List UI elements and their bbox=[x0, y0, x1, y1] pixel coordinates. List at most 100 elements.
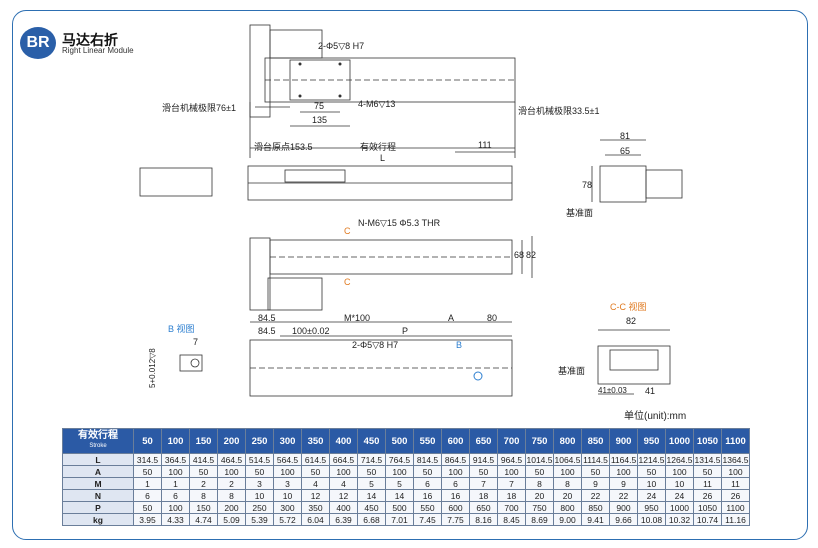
cc-view-channel bbox=[609, 349, 659, 371]
table-cell: 14 bbox=[385, 489, 414, 502]
dim-80: 80 bbox=[487, 313, 498, 323]
dim-75: 75 bbox=[314, 101, 325, 111]
table-cell: 5 bbox=[357, 477, 386, 490]
table-cell: 8 bbox=[525, 477, 554, 490]
table-cell: 5.72 bbox=[273, 513, 302, 526]
table-head-cell: 800 bbox=[553, 428, 582, 454]
table-cell: 814.5 bbox=[413, 453, 442, 466]
table-cell: 6.04 bbox=[301, 513, 330, 526]
table-cell: 150 bbox=[189, 501, 218, 514]
table-head-cell: 450 bbox=[357, 428, 386, 454]
dim-7: 7 bbox=[193, 337, 199, 347]
table-cell: 20 bbox=[525, 489, 554, 502]
table-cell: 2 bbox=[217, 477, 246, 490]
table-cell: 914.5 bbox=[469, 453, 498, 466]
table-cell: 7 bbox=[469, 477, 498, 490]
table-cell: 50 bbox=[189, 465, 218, 478]
table-cell: 12 bbox=[329, 489, 358, 502]
table-cell: 9.00 bbox=[553, 513, 582, 526]
label-limit-left: 滑台机械极限76±1 bbox=[162, 103, 236, 113]
table-cell: 3.95 bbox=[133, 513, 162, 526]
table-cell: 100 bbox=[161, 501, 190, 514]
table-cell: 714.5 bbox=[357, 453, 386, 466]
table-cell: 7 bbox=[497, 477, 526, 490]
table-cell: 614.5 bbox=[301, 453, 330, 466]
table-cell: 9.41 bbox=[581, 513, 610, 526]
label-hole-bottom: 2-Φ5▽8 H7 bbox=[352, 340, 399, 350]
label-thr: N-M6▽15 Φ5.3 THR bbox=[358, 218, 441, 228]
table-cell: 100 bbox=[273, 465, 302, 478]
table-cell: 900 bbox=[609, 501, 638, 514]
table-cell: 1100 bbox=[721, 501, 750, 514]
top-motor-cap bbox=[269, 29, 323, 59]
table-cell: 50 bbox=[133, 465, 162, 478]
section-c-bottom: C bbox=[344, 277, 351, 287]
module-badge: BR bbox=[20, 27, 56, 59]
end-view-motor bbox=[645, 169, 683, 199]
table-cell: 664.5 bbox=[329, 453, 358, 466]
table-cell: 3 bbox=[273, 477, 302, 490]
label-origin: 滑台原点153.5 bbox=[254, 142, 313, 152]
table-head-cell: 650 bbox=[469, 428, 498, 454]
table-cell: 5.09 bbox=[217, 513, 246, 526]
table-cell: 50 bbox=[581, 465, 610, 478]
table-cell: 364.5 bbox=[161, 453, 190, 466]
table-cell: 10.74 bbox=[693, 513, 722, 526]
table-cell: 700 bbox=[497, 501, 526, 514]
table-cell: 100 bbox=[217, 465, 246, 478]
dim-68: 68 bbox=[514, 250, 525, 260]
table-cell: 50 bbox=[133, 501, 162, 514]
table-head-cell: 850 bbox=[581, 428, 610, 454]
table-cell: 24 bbox=[665, 489, 694, 502]
table-head-cell: 750 bbox=[525, 428, 554, 454]
table-head-cell: 500 bbox=[385, 428, 414, 454]
title-en: Right Linear Module bbox=[62, 46, 134, 55]
table-cell: 6 bbox=[133, 489, 162, 502]
table-cell: 8 bbox=[553, 477, 582, 490]
row-label: kg bbox=[62, 513, 134, 526]
table-cell: 564.5 bbox=[273, 453, 302, 466]
table-cell: 650 bbox=[469, 501, 498, 514]
table-cell: 50 bbox=[245, 465, 274, 478]
table-cell: 300 bbox=[273, 501, 302, 514]
cc-view-body bbox=[597, 345, 671, 385]
table-cell: 22 bbox=[581, 489, 610, 502]
table-cell: 50 bbox=[301, 465, 330, 478]
table-cell: 26 bbox=[693, 489, 722, 502]
table-cell: 4 bbox=[329, 477, 358, 490]
table-cell: 9 bbox=[609, 477, 638, 490]
table-cell: 8.45 bbox=[497, 513, 526, 526]
table-cell: 11 bbox=[693, 477, 722, 490]
table-cell: 16 bbox=[413, 489, 442, 502]
table-cell: 964.5 bbox=[497, 453, 526, 466]
table-cell: 100 bbox=[665, 465, 694, 478]
table-head-cell: 350 bbox=[301, 428, 330, 454]
table-cell: 100 bbox=[497, 465, 526, 478]
table-cell: 50 bbox=[357, 465, 386, 478]
table-cell: 4.33 bbox=[161, 513, 190, 526]
table-cell: 11 bbox=[721, 477, 750, 490]
row-label: P bbox=[62, 501, 134, 514]
dim-135: 135 bbox=[312, 115, 328, 125]
label-hole-top: 2-Φ5▽8 H7 bbox=[318, 41, 365, 51]
table-head-cell: 550 bbox=[413, 428, 442, 454]
end-view-body bbox=[599, 165, 647, 203]
table-cell: 450 bbox=[357, 501, 386, 514]
table-cell: 3 bbox=[245, 477, 274, 490]
table-cell: 50 bbox=[525, 465, 554, 478]
table-cell: 7.45 bbox=[413, 513, 442, 526]
table-cell: 100 bbox=[329, 465, 358, 478]
table-cell: 250 bbox=[245, 501, 274, 514]
top-motor-body bbox=[249, 24, 271, 118]
label-stroke: 有效行程 bbox=[360, 142, 397, 152]
dim-5-tol: 5+0.012▽8 bbox=[148, 348, 157, 388]
table-head-cell: 1100 bbox=[721, 428, 750, 454]
row-label: A bbox=[62, 465, 134, 478]
table-cell: 1114.5 bbox=[581, 453, 610, 466]
table-head-cell: 700 bbox=[497, 428, 526, 454]
table-cell: 100 bbox=[553, 465, 582, 478]
